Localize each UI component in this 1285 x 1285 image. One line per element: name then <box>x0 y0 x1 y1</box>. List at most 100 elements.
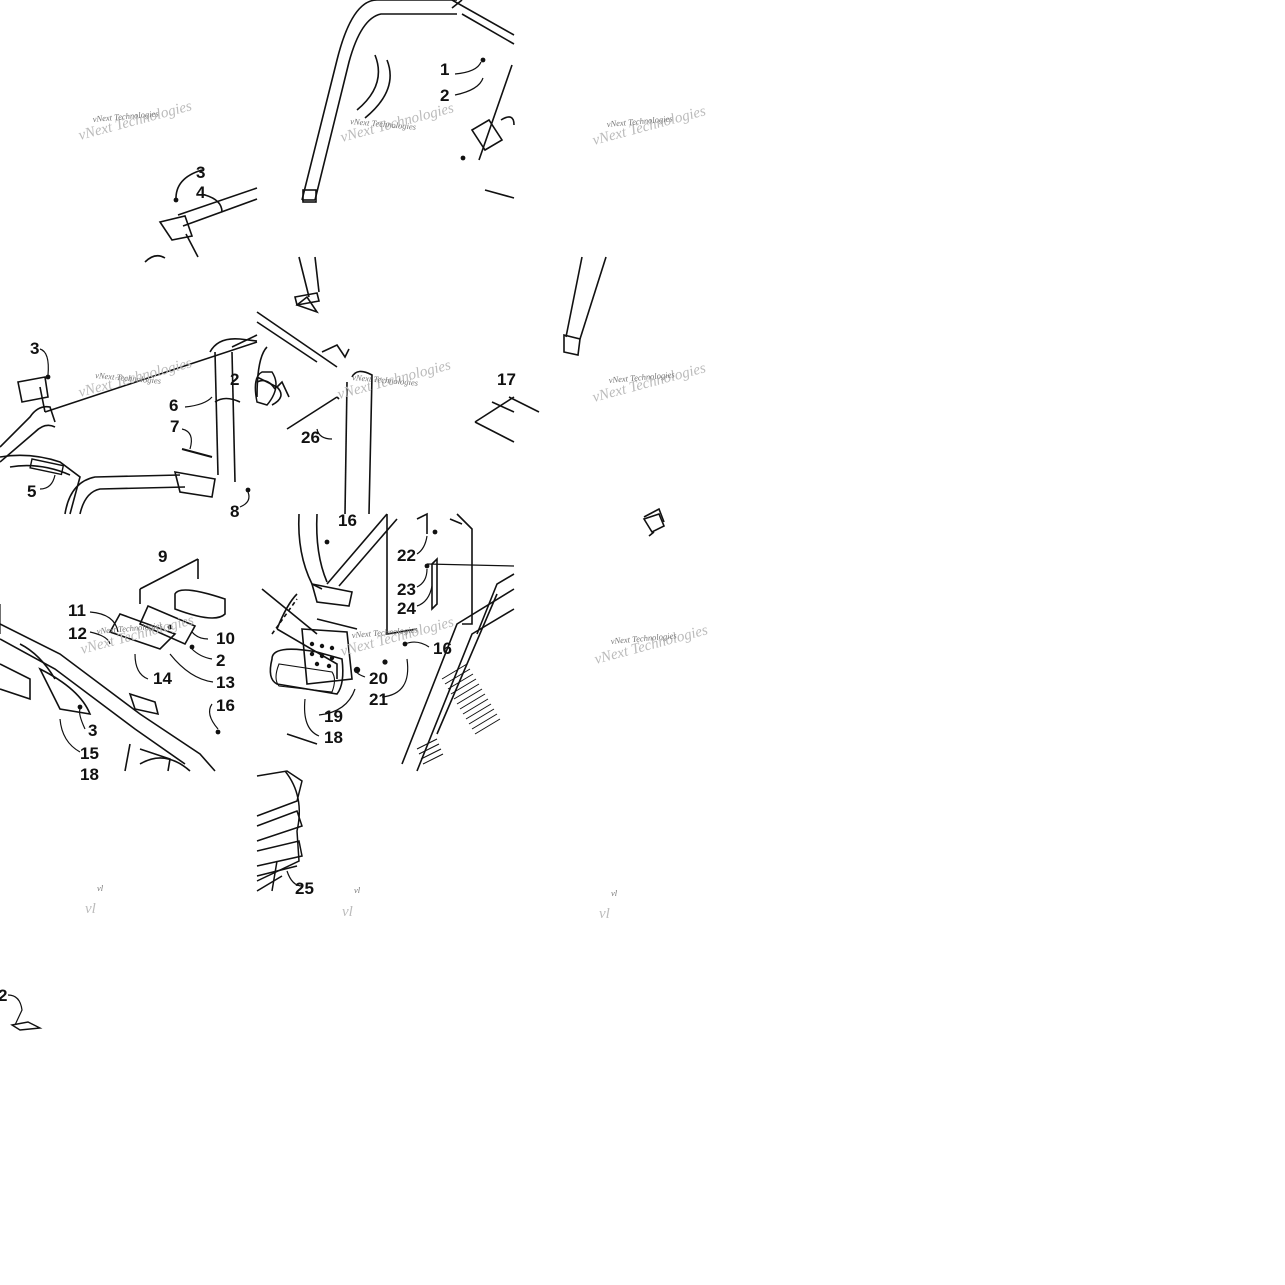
tile-r1c0-drawing: 3 5 6 7 8 2 vNext Technologies vNext Tec… <box>0 334 258 521</box>
callout-2: 2 <box>216 651 225 670</box>
leader-24 <box>416 585 433 607</box>
fender-edge <box>256 770 303 892</box>
callout-13: 13 <box>216 673 235 692</box>
tile-r2c1-drawing: 16 22 23 24 16 20 21 19 18 vNext Technol… <box>261 511 515 772</box>
leader-18 <box>303 698 320 737</box>
watermark-group: vNext Technologies vNext Technologies <box>336 357 453 403</box>
tile-r0c2-drawing: vNext Technologies vNext Technologies <box>591 103 708 149</box>
badge-plate <box>29 458 65 476</box>
bolt-dot <box>167 624 173 630</box>
tile-r1c2-drawing: vNext Technologies vNext Technologies <box>508 256 708 523</box>
leader-7 <box>181 428 192 450</box>
callout-3: 3 <box>196 163 205 182</box>
callout-16: 16 <box>216 696 235 715</box>
mirror-housing <box>254 371 277 406</box>
leader-10 <box>191 631 209 640</box>
tile-r3c0: vl vl <box>0 771 257 1028</box>
license-plate <box>269 648 344 695</box>
callout-18: 18 <box>324 728 343 747</box>
callout-22: 22 <box>397 546 416 565</box>
callout-2: 2 <box>230 370 239 389</box>
leader-20 <box>356 671 366 678</box>
watermark-group: vNext Technologies vNext Technologies <box>77 355 194 401</box>
tile-r3c1: 25 vl vl <box>256 770 514 1028</box>
watermark-group: vNext Technologies vNext Technologies <box>591 360 708 406</box>
tread-pattern <box>416 663 501 765</box>
callout-23: 23 <box>397 580 416 599</box>
callout-16: 16 <box>433 639 452 658</box>
tile-r3c1-drawing: 25 vl vl <box>256 770 361 920</box>
tile-r1c2: vNext Technologies vNext Technologies <box>508 256 771 523</box>
tile-r2c2: vNext Technologies vNext Technologies <box>514 513 771 771</box>
watermark-fragment: vl <box>354 885 361 895</box>
leader-19 <box>318 688 356 716</box>
callout-7: 7 <box>170 417 179 436</box>
leader-25 <box>286 870 303 887</box>
leader-6 <box>184 396 213 408</box>
roll-cage-front-tube <box>301 0 515 203</box>
callout-3: 3 <box>30 339 39 358</box>
leader-14 <box>134 653 149 680</box>
leader-3 <box>39 348 49 376</box>
callout-14: 14 <box>153 669 172 688</box>
tile-r0c2: vNext Technologies vNext Technologies <box>514 0 771 257</box>
tile-r0c0: vNext Technologies vNext Technologies 3 … <box>0 0 258 263</box>
callout-2: 2 <box>440 86 449 105</box>
mount-holes <box>309 529 438 674</box>
watermark-fragment: vl <box>97 883 104 893</box>
callout-24: 24 <box>397 599 416 618</box>
callout-26: 26 <box>301 428 320 447</box>
watermark-group: vNext Technologies vNext Technologies <box>591 103 708 149</box>
callout-8: 8 <box>230 502 239 521</box>
leader-22 <box>416 535 428 555</box>
callout-3: 3 <box>88 721 97 740</box>
tile-r2c1: 16 22 23 24 16 20 21 19 18 vNext Technol… <box>257 511 515 772</box>
rear-bumper-bar <box>0 334 258 515</box>
tile-r2c0: 9 11 12 10 2 13 14 16 3 15 18 vNext Tech… <box>0 514 257 784</box>
callout-10: 10 <box>216 629 235 648</box>
leader-2 <box>7 994 23 1026</box>
part-fragment <box>10 1021 43 1031</box>
leader-23 <box>416 568 428 588</box>
watermark-fragment-shadow: vl <box>85 901 96 917</box>
bolt-dot <box>460 155 466 161</box>
tile-r3c2: vl vl <box>514 771 771 1028</box>
callout-2: 2 <box>0 986 7 1005</box>
leader-8 <box>239 491 250 508</box>
tile-r4c0: 2 <box>0 980 257 1237</box>
tile-r2c0-drawing: 9 11 12 10 2 13 14 16 3 15 18 vNext Tech… <box>0 547 235 784</box>
tile-r0c1: 1 2 vNext Technologies vNext Technologie… <box>257 0 515 257</box>
brace-assembly <box>144 169 258 263</box>
callout-6: 6 <box>169 396 178 415</box>
callout-17: 17 <box>497 370 516 389</box>
callout-15: 15 <box>80 744 99 763</box>
small-fitting <box>642 513 666 537</box>
leader-21 <box>381 658 409 698</box>
callout-25: 25 <box>295 879 314 898</box>
leader-2 <box>454 77 484 96</box>
leader-12 <box>89 631 111 645</box>
callout-1: 1 <box>440 60 449 79</box>
tile-r4c0-drawing: 2 <box>0 986 43 1031</box>
tile-r0c0-drawing: vNext Technologies vNext Technologies 3 … <box>77 98 258 263</box>
bolt-dot <box>189 644 195 650</box>
mirror-and-cage <box>256 256 515 515</box>
bolt-dot <box>77 704 83 710</box>
tile-r3c2-drawing: vl vl <box>599 888 618 922</box>
tile-r2c2-drawing: vNext Technologies vNext Technologies <box>593 513 710 668</box>
callout-16: 16 <box>338 511 357 530</box>
watermark-group: vNext Technologies vNext Technologies <box>77 98 194 144</box>
watermark-fragment-shadow: vl <box>342 904 353 920</box>
watermark-group: vNext Technologies vNext Technologies <box>593 622 710 668</box>
bolt-7 <box>181 448 213 458</box>
tile-r1c0: 3 5 6 7 8 2 vNext Technologies vNext Tec… <box>0 257 258 521</box>
tile-r3c0-drawing: vl vl <box>85 883 104 917</box>
watermark-fragment-shadow: vl <box>599 906 610 922</box>
callout-12: 12 <box>68 624 87 643</box>
bolt-dot <box>215 729 221 735</box>
leader-13 <box>169 653 214 683</box>
bolt-dot <box>45 374 51 380</box>
bolt-dot <box>173 197 179 203</box>
watermark-group: vNext Technologies vNext Technologies <box>339 100 456 146</box>
